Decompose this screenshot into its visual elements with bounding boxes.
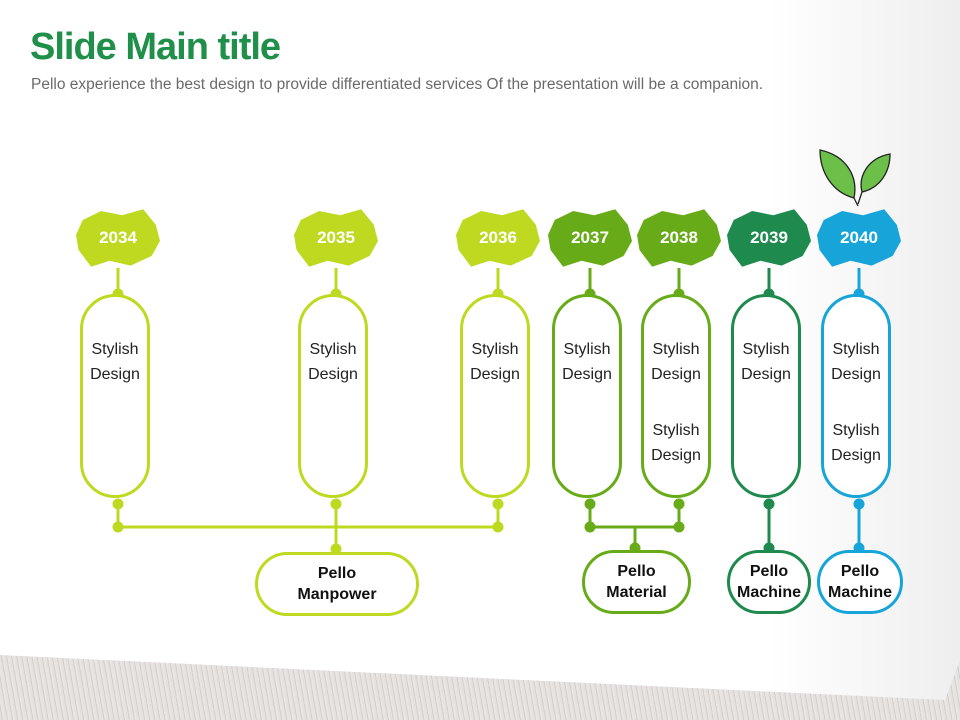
year-badge-2036: 2036 — [456, 208, 540, 268]
page-subtitle: Pello experience the best design to prov… — [31, 76, 764, 93]
year-badge-2040: 2040 — [817, 208, 901, 268]
timeline-capsule-2034: Stylish Design — [80, 294, 150, 498]
year-badge-2035: 2035 — [294, 208, 378, 268]
year-badge-2039: 2039 — [727, 208, 811, 268]
leaf-sprout-icon — [819, 149, 891, 206]
year-badge-2037: 2037 — [548, 208, 632, 268]
timeline-capsule-2036: Stylish Design — [460, 294, 530, 498]
timeline-capsule-2039: Stylish Design — [731, 294, 801, 498]
year-badge-2038: 2038 — [637, 208, 721, 268]
page-title: Slide Main title — [30, 26, 281, 68]
year-badge-2034: 2034 — [76, 208, 160, 268]
timeline-capsule-2035: Stylish Design — [298, 294, 368, 498]
timeline-capsule-2037: Stylish Design — [552, 294, 622, 498]
